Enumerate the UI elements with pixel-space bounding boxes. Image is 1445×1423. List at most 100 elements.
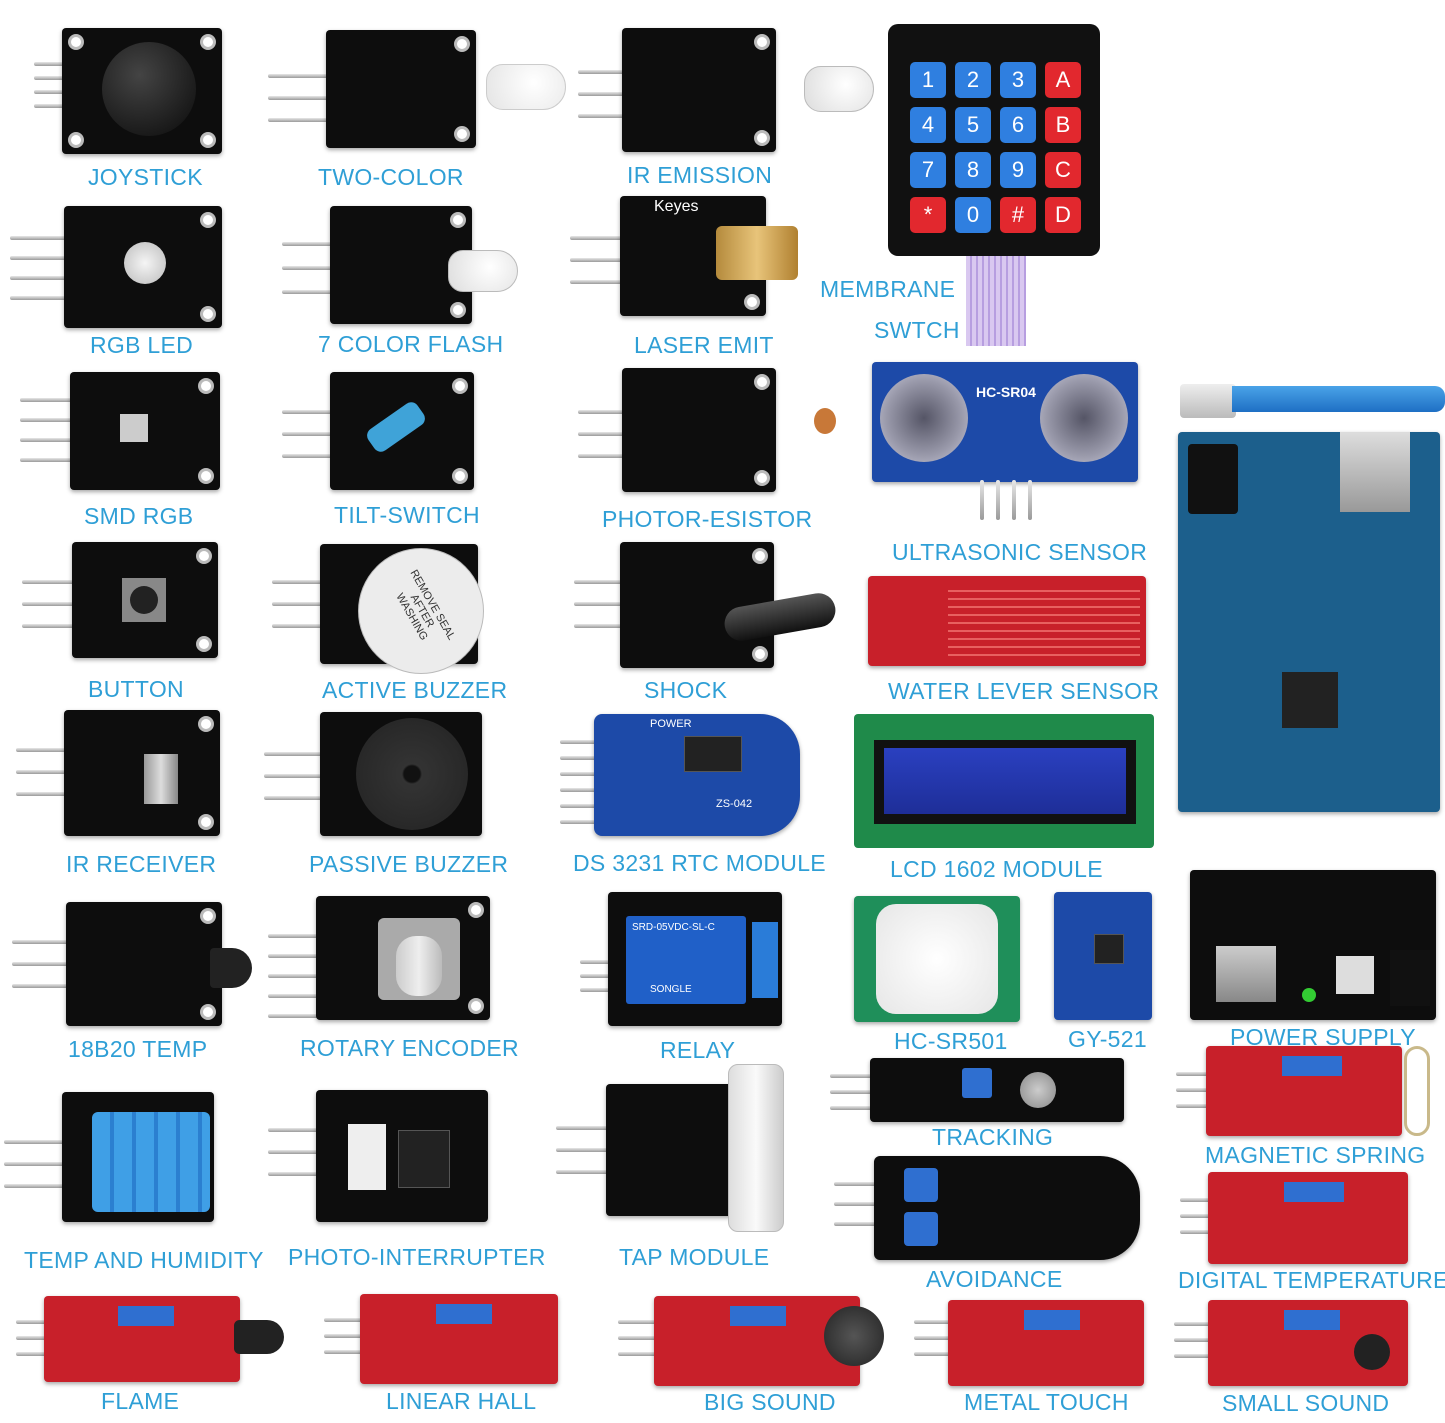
buzzer-sticker-text: REMOVE SEAL AFTER WASHING (393, 567, 458, 643)
keypad-key: 1 (910, 62, 946, 98)
label-button: BUTTON (88, 676, 184, 702)
ir-led-bulb (804, 66, 874, 112)
label-two-color: TWO-COLOR (318, 164, 464, 190)
relay-board: SRD-05VDC-SL-C SONGLE (608, 892, 782, 1026)
led-bulb (486, 64, 566, 110)
buzzer-sticker: REMOVE SEAL AFTER WASHING (358, 548, 484, 674)
label-small-sound: SMALL SOUND (1222, 1390, 1390, 1416)
metal-touch-board (948, 1300, 1144, 1386)
ultrasonic-model-text: HC-SR04 (976, 384, 1036, 400)
label-active-buzzer: ACTIVE BUZZER (322, 677, 508, 703)
tracking-board (870, 1058, 1124, 1122)
rgb-led-bulb (124, 242, 166, 284)
ir-receiver-sensor (144, 754, 178, 804)
flash-led-bulb (448, 250, 518, 292)
label-smd-rgb: SMD RGB (84, 503, 194, 529)
button-board (72, 542, 218, 658)
tracking-potentiometer (962, 1068, 992, 1098)
label-metal-touch: METAL TOUCH (964, 1389, 1129, 1415)
label-rotary-encoder: ROTARY ENCODER (300, 1035, 519, 1061)
relay-component: SRD-05VDC-SL-C SONGLE (626, 916, 746, 1004)
passive-buzzer-board (320, 712, 482, 836)
tap-sensor-tube (728, 1064, 784, 1232)
relay-brand-text: SONGLE (650, 984, 692, 995)
label-lcd: LCD 1602 MODULE (890, 856, 1103, 882)
ultrasonic-transducer-right (1040, 374, 1128, 462)
tilt-switch-board (330, 372, 474, 490)
usb-a-port (1216, 946, 1276, 1002)
label-linear-hall: LINEAR HALL (386, 1388, 537, 1414)
passive-buzzer-body (356, 718, 468, 830)
linear-hall-board (360, 1294, 558, 1384)
keypad-key: # (1000, 197, 1036, 233)
label-relay: RELAY (660, 1037, 736, 1063)
dc-jack (1390, 950, 1430, 1006)
flame-board (44, 1296, 240, 1382)
label-hc-sr501: HC-SR501 (894, 1028, 1008, 1054)
rtc-board: POWER ZS-042 (594, 714, 800, 836)
lcd-screen (884, 748, 1126, 814)
keypad-key: 3 (1000, 62, 1036, 98)
reed-switch (1404, 1046, 1430, 1136)
label-gy-521: GY-521 (1068, 1026, 1147, 1052)
label-shock: SHOCK (644, 677, 728, 703)
pin (34, 90, 64, 94)
two-color-board (326, 30, 476, 148)
joystick-knob (102, 42, 196, 136)
dht11-sensor (92, 1112, 210, 1212)
flame-sensor (234, 1320, 284, 1354)
laser-diode (716, 226, 798, 280)
keypad-key: D (1045, 197, 1081, 233)
ir-emission-board (622, 28, 776, 152)
keypad-key: 7 (910, 152, 946, 188)
label-18b20-temp: 18B20 TEMP (68, 1036, 208, 1062)
photoresistor-board (622, 368, 776, 492)
smd-led (120, 414, 148, 442)
ds18b20-sensor (210, 948, 252, 988)
label-temp-humidity: TEMP AND HUMIDITY (24, 1247, 264, 1273)
label-laser-emit: LASER EMIT (634, 332, 774, 358)
photo-interrupter-board (316, 1090, 488, 1222)
keypad-key: 5 (955, 107, 991, 143)
digital-temp-board (1208, 1172, 1408, 1264)
label-rtc: DS 3231 RTC MODULE (573, 850, 826, 876)
power-switch (1336, 956, 1374, 994)
label-photoresistor: PHOTOR-ESISTOR (602, 506, 813, 532)
keypad-key: 8 (955, 152, 991, 188)
relay-terminal (752, 922, 778, 998)
label-passive-buzzer: PASSIVE BUZZER (309, 851, 509, 877)
avoidance-board (874, 1156, 1140, 1260)
keypad-key: * (910, 197, 946, 233)
temp-18b20-board (66, 902, 222, 1026)
label-digital-temperature: DIGITAL TEMPERATURE (1178, 1267, 1445, 1293)
water-level-board (868, 576, 1146, 666)
ir-receiver-board (64, 710, 220, 836)
microcontroller-chip (1282, 672, 1338, 728)
gy-521-board (1054, 892, 1152, 1020)
keypad-key: 2 (955, 62, 991, 98)
keypad-key: 4 (910, 107, 946, 143)
hc-sr501-board (854, 896, 1020, 1022)
pin (34, 62, 64, 66)
pir-dome (876, 904, 998, 1014)
label-membrane-1: MEMBRANE (820, 276, 956, 302)
label-photo-interrupter: PHOTO-INTERRUPTER (288, 1244, 546, 1270)
usb-cable (1180, 384, 1236, 418)
keypad-key: C (1045, 152, 1081, 188)
rtc-model-text: ZS-042 (716, 798, 753, 810)
power-led (1302, 988, 1316, 1002)
label-tilt-switch: TILT-SWITCH (334, 502, 480, 528)
small-sound-board (1208, 1300, 1408, 1386)
photoresistor-cell (814, 408, 836, 434)
label-big-sound: BIG SOUND (704, 1389, 836, 1415)
label-tracking: TRACKING (932, 1124, 1054, 1150)
label-avoidance: AVOIDANCE (926, 1266, 1063, 1292)
label-magnetic-spring: MAGNETIC SPRING (1205, 1142, 1426, 1168)
keypad-key: A (1045, 62, 1081, 98)
label-tap-module: TAP MODULE (619, 1244, 770, 1270)
pin (34, 104, 64, 108)
label-membrane-2: SWTCH (874, 317, 960, 343)
rotary-encoder-board (316, 896, 490, 1020)
microphone-small (1354, 1334, 1390, 1370)
